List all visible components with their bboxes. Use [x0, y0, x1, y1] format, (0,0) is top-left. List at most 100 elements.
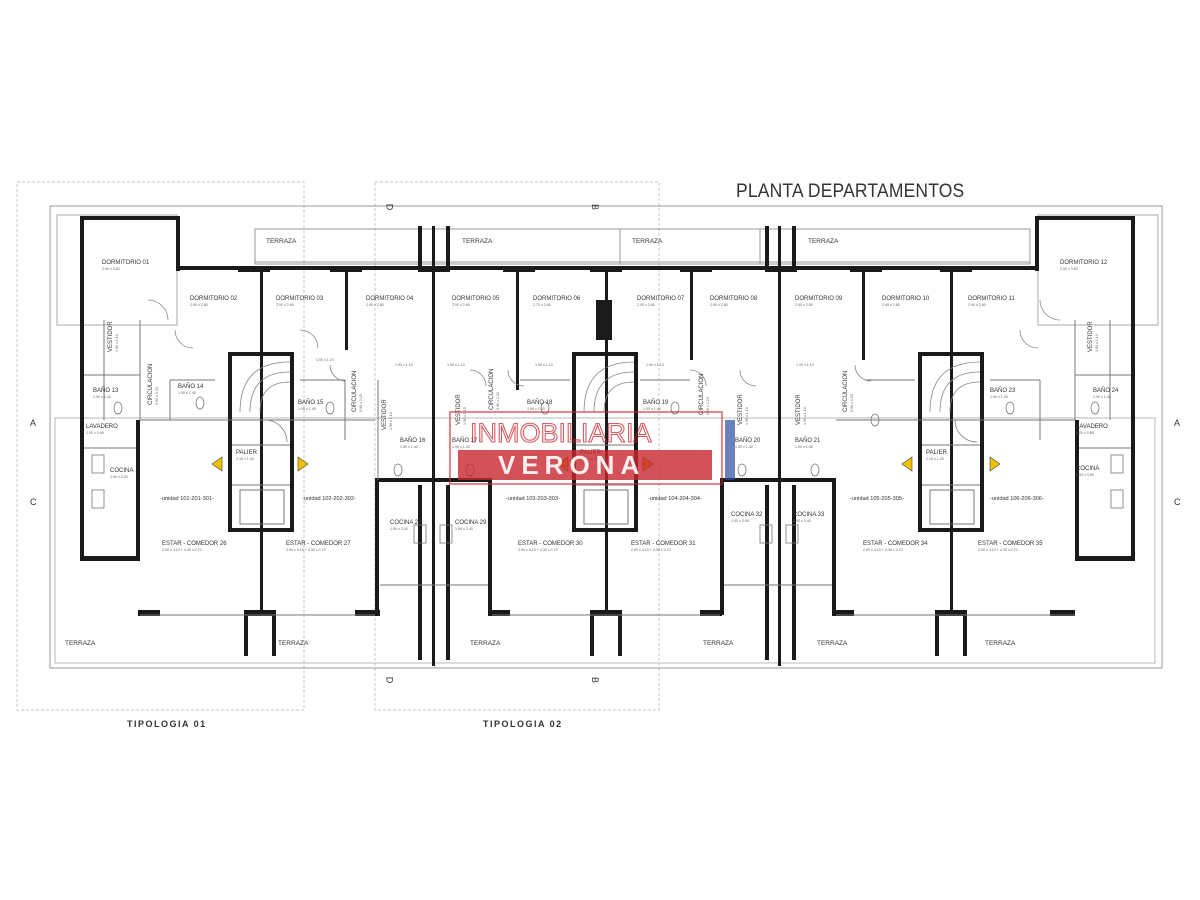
room-name: CIRCULACION [489, 369, 495, 410]
room-name: DORMITORIO 12 [1060, 260, 1108, 266]
room-name: DORMITORIO 08 [710, 296, 758, 302]
room-label: BAÑO 131.90 x 1.40 [93, 387, 119, 399]
room-label: BAÑO 151.90 x 1.40 [298, 399, 324, 411]
section-b-bottom: B [590, 676, 601, 684]
room-dimensions: 2.90 x 4.10 + 4.30 x 2.70 [286, 548, 326, 552]
terraza-label: TERRAZA [462, 238, 493, 245]
room-dimensions: 1.90 x 3.00 [110, 475, 128, 479]
room-dimensions: 1.90 x 1.40 [400, 445, 418, 449]
room-dimensions: 2.90 x 2.80 [710, 303, 728, 307]
room-dimensions: 0.90 x 3.20 [850, 394, 854, 412]
room-dimensions: 2.90 x 2.80 [276, 303, 294, 307]
room-label: BAÑO 241.90 x 1.40 [1093, 387, 1119, 399]
terraza-label: TERRAZA [703, 640, 734, 647]
room-dimensions: 1.90 x 1.10 [389, 412, 393, 430]
room-name: -unidad 104-204-304- [648, 496, 702, 502]
room-name: DORMITORIO 09 [795, 296, 843, 302]
room-dimensions: 2.90 x 4.10 + 4.30 x 2.70 [978, 548, 1018, 552]
room-label: COCINA 321.90 x 3.40 [731, 512, 763, 523]
room-dimensions: 0.90 x 3.20 [359, 394, 363, 412]
room-dimensions: 1.90 x 1.40 [178, 391, 196, 395]
room-dimensions: 0.90 x 3.20 [496, 392, 500, 410]
terraza-label: TERRAZA [65, 640, 96, 647]
room-label: BAÑO 161.90 x 1.40 [400, 437, 426, 449]
room-label: BAÑO 191.90 x 1.40 [643, 399, 669, 411]
room-name: VESTIDOR [738, 394, 744, 425]
room-name: PALIER [926, 450, 948, 456]
room-label: BAÑO 181.90 x 1.40 [527, 399, 553, 411]
room-name: DORMITORIO 04 [366, 296, 414, 302]
room-name: COCINA [1076, 466, 1099, 472]
room-dimensions: 2.00 x 0.85 [1076, 431, 1094, 435]
room-name: ESTAR - COMEDOR 30 [518, 541, 583, 547]
room-label: DORMITORIO 072.90 x 2.80 [637, 296, 685, 307]
room-name: DORMITORIO 05 [452, 296, 500, 302]
room-label: -unidad 103-203-303- [506, 496, 560, 502]
axis-a-right: A [1174, 418, 1181, 428]
corridor-dimensions: 1.90 x 1.10 [316, 358, 334, 362]
section-d-top: D [384, 203, 395, 211]
room-dimensions: 2.90 x 3.60 [102, 267, 120, 271]
room-name: VESTIDOR [796, 394, 802, 425]
room-dimensions: 2.90 x 4.10 + 4.30 x 2.70 [518, 548, 558, 552]
tipologia-01-label: TIPOLOGIA 01 [127, 719, 207, 729]
room-name: CIRCULACION [148, 364, 154, 405]
room-dimensions: 2.15 x 1.40 [236, 457, 254, 461]
room-dimensions: 2.15 x 1.40 [926, 457, 944, 461]
room-dimensions: 1.90 x 1.10 [745, 407, 749, 425]
section-d-bottom: D [384, 676, 395, 684]
room-dimensions: 2.90 x 2.80 [882, 303, 900, 307]
watermark-line2: VERONA [498, 450, 645, 480]
terraza-label: TERRAZA [278, 640, 309, 647]
room-label: COCINA 281.90 x 3.40 [390, 520, 422, 531]
room-name: BAÑO 23 [990, 387, 1016, 394]
room-label: ESTAR - COMEDOR 302.90 x 4.10 + 4.30 x 2… [518, 541, 583, 552]
room-name: CIRCULACION [352, 371, 358, 412]
inmobiliaria-verona-watermark: INMOBILIARIA VERONA [449, 411, 735, 485]
room-name: COCINA 32 [731, 512, 763, 518]
tipologia-02-label: TIPOLOGIA 02 [483, 719, 563, 729]
room-label: -unidad 101-201-301- [160, 496, 214, 502]
room-name: DORMITORIO 11 [968, 296, 1015, 302]
room-dimensions: 1.90 x 3.40 [793, 519, 811, 523]
room-label: -unidad 105-205-305- [850, 496, 904, 502]
room-name: DORMITORIO 02 [190, 296, 238, 302]
room-name: BAÑO 14 [178, 383, 204, 390]
room-label: -unidad 106-206-306- [990, 496, 1044, 502]
watermark-line1: INMOBILIARIA [470, 418, 652, 448]
room-name: -unidad 103-203-303- [506, 496, 560, 502]
terraza-label: TERRAZA [266, 238, 297, 245]
room-label: BAÑO 141.90 x 1.40 [178, 383, 204, 395]
room-dimensions: 1.90 x 1.40 [298, 407, 316, 411]
room-name: CIRCULACION [843, 371, 849, 412]
room-name: ESTAR - COMEDOR 34 [863, 541, 928, 547]
room-name: COCINA [110, 468, 133, 474]
room-dimensions: 1.90 x 1.40 [527, 407, 545, 411]
room-dimensions: 0.90 x 3.20 [155, 387, 159, 405]
room-dimensions: 1.90 x 3.40 [455, 527, 473, 531]
room-name: ESTAR - COMEDOR 31 [631, 541, 696, 547]
room-dimensions: 1.90 x 3.40 [731, 519, 749, 523]
room-name: COCINA 28 [390, 520, 422, 526]
room-label: -unidad 102-202-302- [302, 496, 356, 502]
room-label: BAÑO 231.90 x 1.40 [990, 387, 1016, 399]
room-dimensions: 2.90 x 2.80 [366, 303, 384, 307]
terraza-label: TERRAZA [985, 640, 1016, 647]
room-label: DORMITORIO 102.90 x 2.80 [882, 296, 930, 307]
room-label: DORMITORIO 122.90 x 3.60 [1060, 260, 1108, 271]
terraza-label: TERRAZA [632, 238, 663, 245]
room-name: DORMITORIO 03 [276, 296, 324, 302]
room-name: -unidad 106-206-306- [990, 496, 1044, 502]
corridor-dimensions: 1.90 x 1.10 [535, 363, 553, 367]
room-name: DORMITORIO 06 [533, 296, 581, 302]
corridor-dimensions: 1.90 x 1.10 [447, 363, 465, 367]
room-name: VESTIDOR [108, 321, 114, 352]
